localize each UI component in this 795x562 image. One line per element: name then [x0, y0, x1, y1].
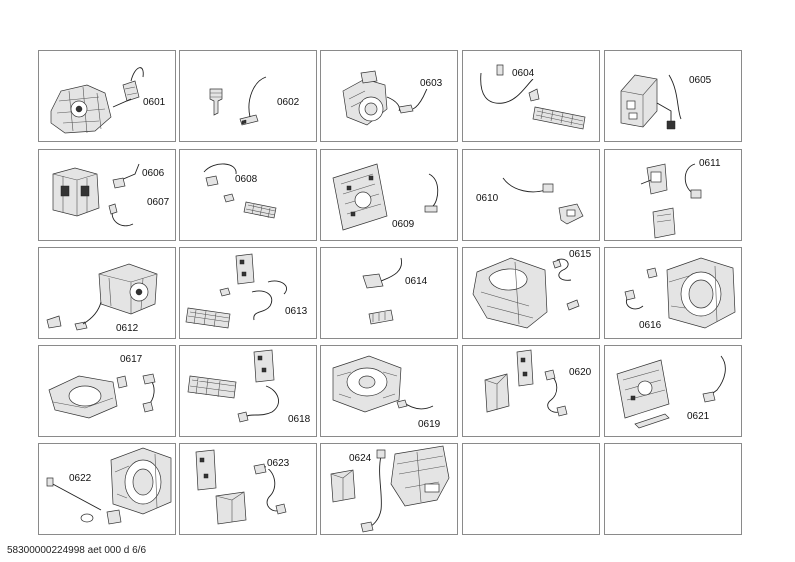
tub-front-illustration	[48, 373, 156, 419]
part-label[interactable]: 0623	[266, 458, 291, 469]
dispenser-illustration	[330, 445, 450, 533]
part-label[interactable]: 0609	[391, 219, 416, 230]
heater-illustration	[480, 64, 586, 130]
part-label[interactable]: 0624	[348, 453, 373, 464]
heater-element-illustration	[203, 163, 277, 219]
part-label[interactable]: 0621	[686, 411, 711, 422]
cell-0616[interactable]: 0616	[604, 247, 742, 339]
part-label[interactable]: 0610	[475, 193, 500, 204]
tub-rear-illustration	[332, 355, 434, 413]
cell-0601[interactable]: 0601	[38, 50, 176, 142]
cell-0614[interactable]: 0614	[320, 247, 458, 339]
control-module-illustration	[620, 74, 682, 130]
motor-brush-illustration	[52, 163, 140, 227]
cell-0620[interactable]: 0620	[462, 345, 600, 437]
sensor-harness-illustration	[362, 257, 402, 325]
pcb-illustration	[332, 163, 439, 231]
part-label[interactable]: 0607	[146, 197, 171, 208]
part-label[interactable]: 0608	[234, 174, 259, 185]
cell-0624[interactable]: 0624	[320, 443, 458, 535]
part-label[interactable]: 0606	[141, 168, 166, 179]
part-label[interactable]: 0618	[287, 414, 312, 425]
pcb-clamp-illustration	[616, 355, 726, 429]
part-label[interactable]: 0615	[568, 249, 593, 260]
part-label[interactable]: 0613	[284, 306, 309, 317]
cell-0613[interactable]: 0613	[179, 247, 317, 339]
cell-0602[interactable]: 0602	[179, 50, 317, 142]
part-label[interactable]: 0604	[511, 68, 536, 79]
part-label[interactable]: 0620	[568, 367, 593, 378]
cell-0609[interactable]: 0609	[320, 149, 458, 241]
cell-0604[interactable]: 0604	[462, 50, 600, 142]
cell-0622[interactable]: 0622	[38, 443, 176, 535]
part-label[interactable]: 0605	[688, 75, 713, 86]
module-harness-illustration	[484, 349, 568, 417]
pcb-module-illustration	[195, 449, 287, 525]
part-label[interactable]: 0601	[142, 97, 167, 108]
door-lock-illustration	[502, 177, 584, 225]
part-label[interactable]: 0619	[417, 419, 442, 430]
cell-0605[interactable]: 0605	[604, 50, 742, 142]
cell-0610[interactable]: 0610	[462, 149, 600, 241]
cell-0619[interactable]: 0619	[320, 345, 458, 437]
heater-pcb-illustration-2	[187, 349, 279, 423]
cell-0612[interactable]: 0612	[38, 247, 176, 339]
cell-0623[interactable]: 0623	[179, 443, 317, 535]
part-label[interactable]: 0617	[119, 354, 144, 365]
cell-0621[interactable]: 0621	[604, 345, 742, 437]
part-label[interactable]: 0612	[115, 323, 140, 334]
cell-empty-2	[604, 443, 742, 535]
cell-0608[interactable]: 0608	[179, 149, 317, 241]
cell-0606-0607[interactable]: 0606 0607	[38, 149, 176, 241]
cell-empty-1	[462, 443, 600, 535]
cell-0617[interactable]: 0617	[38, 345, 176, 437]
cell-0618[interactable]: 0618	[179, 345, 317, 437]
document-number: 58300000224998 aet 000 d 6/6	[7, 545, 147, 556]
part-label[interactable]: 0603	[419, 78, 444, 89]
part-label[interactable]: 0616	[638, 320, 663, 331]
cell-0615[interactable]: 0615	[462, 247, 600, 339]
tub-assembly-illustration	[46, 447, 172, 525]
sensor-illustration	[209, 76, 267, 126]
cell-0611[interactable]: 0611	[604, 149, 742, 241]
motor-illustration	[50, 67, 144, 134]
part-label[interactable]: 0611	[698, 158, 722, 169]
motor-unit-illustration	[46, 263, 158, 331]
part-label[interactable]: 0614	[404, 276, 429, 287]
tub-illustration	[624, 257, 736, 329]
pump-illustration	[342, 70, 430, 126]
heater-pcb-illustration	[185, 253, 288, 329]
valve-illustration	[640, 163, 702, 239]
part-label[interactable]: 0622	[68, 473, 93, 484]
tub-half-illustration	[472, 257, 580, 329]
part-label[interactable]: 0602	[276, 97, 301, 108]
cell-0603[interactable]: 0603	[320, 50, 458, 142]
